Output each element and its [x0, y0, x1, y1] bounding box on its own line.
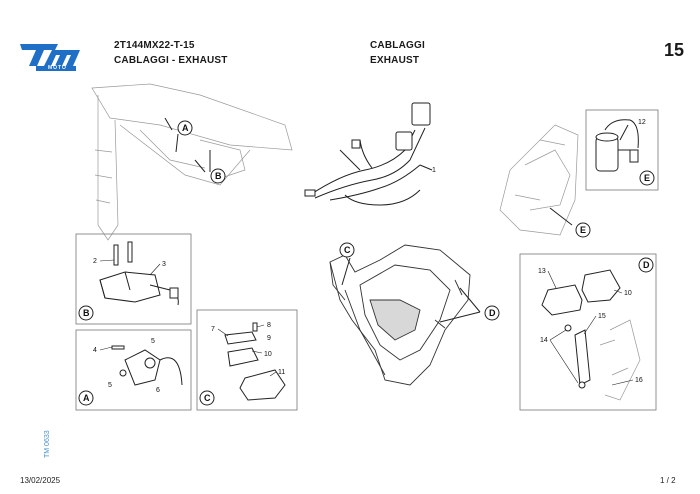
model-code: 2T144MX22-T-15 [114, 40, 195, 51]
part-12-label: 12 [638, 119, 646, 126]
section-title-it: CABLAGGI - EXHAUST [114, 55, 228, 66]
part-11-label: 11 [278, 369, 285, 376]
part-15-label: 15 [598, 313, 606, 320]
part-10a-label: 10 [264, 351, 272, 358]
part-1-label: 1 [432, 167, 436, 174]
page-number: 15 [664, 40, 685, 60]
part-2-label: 2 [93, 258, 97, 265]
panel-c-frame [196, 309, 298, 411]
callout-a-panel: A [83, 393, 90, 403]
part-3-label: 3 [162, 261, 166, 268]
part-13-label: 13 [538, 268, 546, 275]
panel-d-frame [519, 253, 657, 411]
logo-sub-text: MOTO [48, 65, 67, 71]
part-6-label: 6 [156, 387, 160, 394]
part-5b-label: 5 [108, 382, 112, 389]
footer-page: 1 / 2 [660, 476, 676, 485]
title-en: EXHAUST [370, 55, 420, 66]
footer-date: 13/02/2025 [20, 476, 61, 485]
part-8-label: 8 [267, 322, 271, 329]
brand-logo: MOTO [18, 40, 82, 72]
callout-a-main: A [182, 123, 189, 133]
title-it: CABLAGGI [370, 40, 425, 51]
panel-b-frame [75, 233, 192, 325]
part-14-label: 14 [540, 337, 548, 344]
callout-c-panel: C [204, 393, 211, 403]
callout-c-main: C [344, 245, 351, 255]
panel-e-frame [585, 109, 659, 191]
callout-e-main: E [580, 225, 586, 235]
part-10b-label: 10 [624, 290, 632, 297]
callout-b-panel: B [83, 308, 90, 318]
panel-a-frame [75, 329, 192, 411]
part-9-label: 9 [267, 335, 271, 342]
callout-b-main: B [215, 171, 222, 181]
callout-d-main: D [489, 308, 496, 318]
callout-d-panel: D [643, 260, 650, 270]
part-16-label: 16 [635, 377, 643, 384]
callout-e-panel: E [644, 173, 650, 183]
part-5a-label: 5 [151, 338, 155, 345]
side-document-code: TM 0633 [44, 430, 51, 458]
part-7-label: 7 [211, 326, 215, 333]
tm-moto-logo-icon [20, 44, 80, 71]
part-4-label: 4 [93, 347, 97, 354]
